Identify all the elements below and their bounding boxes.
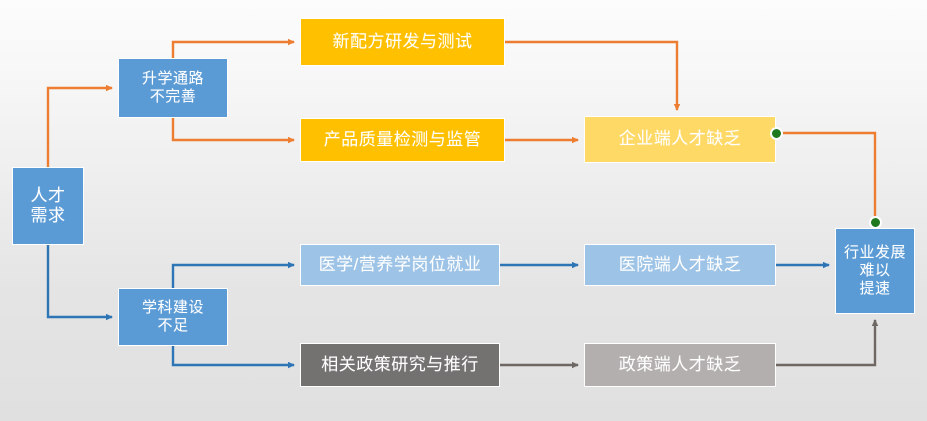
edge-demand-to-discipline (46, 245, 113, 321)
node-discipline-label: 学科建设不足 (141, 299, 204, 334)
node-formula[interactable]: 新配方研发与测试 (300, 18, 505, 66)
node-enterprise-talent-gap[interactable]: 企业端人才缺乏 (584, 116, 776, 163)
edge-pathway-to-quality (171, 118, 295, 144)
connector-dot-industry-top[interactable] (869, 216, 882, 229)
node-policy-talent-gap[interactable]: 政策端人才缺乏 (584, 343, 776, 387)
node-policy-talent-gap-label: 政策端人才缺乏 (618, 354, 742, 374)
node-pathway[interactable]: 升学通路不完善 (118, 58, 228, 118)
node-policy-research[interactable]: 相关政策研究与推行 (300, 343, 500, 387)
connector-dot-enterprise-right[interactable] (770, 127, 783, 140)
node-discipline[interactable]: 学科建设不足 (118, 288, 228, 346)
node-employment[interactable]: 医学/营养学岗位就业 (300, 244, 500, 286)
edge-policygap-to-industry (776, 319, 879, 367)
node-quality[interactable]: 产品质量检测与监管 (300, 118, 505, 162)
node-hospital-talent-gap[interactable]: 医院端人才缺乏 (584, 244, 776, 286)
node-industry-growth[interactable]: 行业发展难以提速 (835, 228, 915, 314)
node-enterprise-talent-gap-label: 企业端人才缺乏 (618, 129, 742, 149)
node-pathway-label: 升学通路不完善 (141, 70, 204, 105)
edge-discipline-to-policy (171, 346, 295, 369)
edge-pathway-to-formula (171, 38, 295, 58)
node-demand[interactable]: 人才需求 (12, 167, 84, 245)
edge-discipline-to-employment (171, 261, 295, 288)
edge-demand-to-pathway (46, 84, 113, 167)
edge-enterprise-to-industry (776, 131, 877, 224)
node-policy-research-label: 相关政策研究与推行 (321, 354, 479, 374)
node-quality-label: 产品质量检测与监管 (323, 129, 482, 149)
node-hospital-talent-gap-label: 医院端人才缺乏 (618, 254, 742, 274)
node-formula-label: 新配方研发与测试 (332, 31, 473, 51)
node-employment-label: 医学/营养学岗位就业 (318, 254, 482, 274)
node-industry-growth-label: 行业发展难以提速 (843, 244, 906, 297)
node-demand-label: 人才需求 (30, 185, 66, 225)
edge-formula-to-enterprise (505, 40, 681, 111)
